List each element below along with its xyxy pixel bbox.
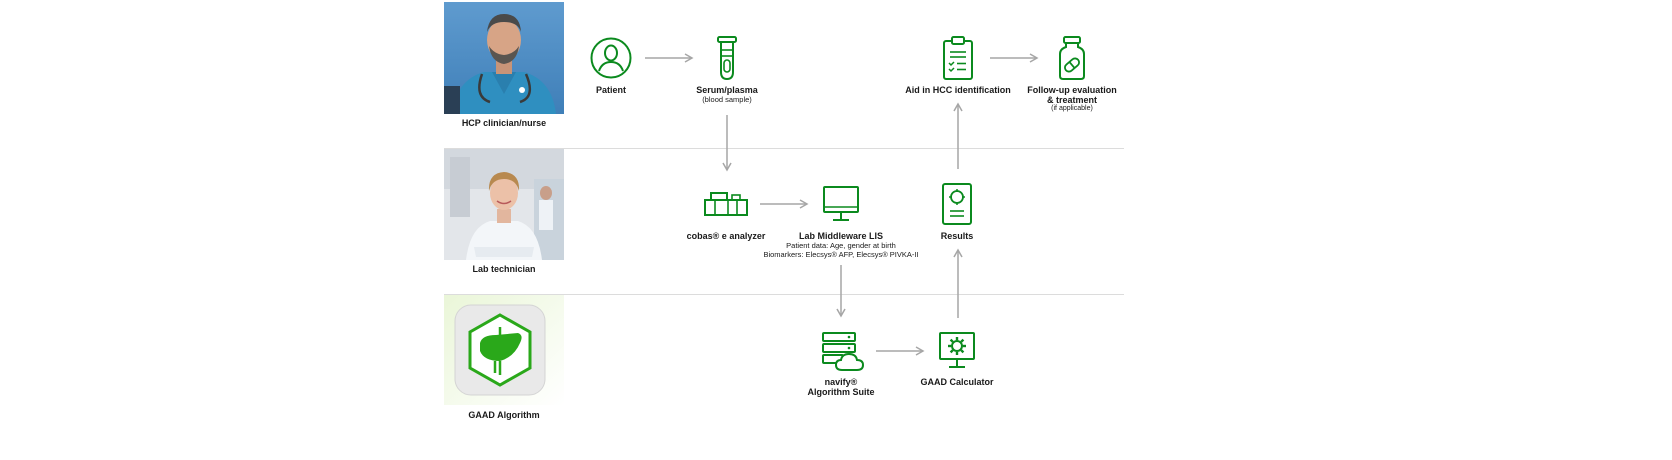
followup-label: Follow-up evaluation & treatment (if app… [1027, 85, 1117, 112]
cobas-label: cobas® e analyzer [686, 231, 766, 241]
monitor-icon [823, 186, 859, 221]
gaad-app-icon [444, 295, 564, 405]
aid-label: Aid in HCC identification [905, 85, 1011, 95]
row-separator-2 [444, 294, 1124, 295]
hcp-role-label: HCP clinician/nurse [461, 118, 547, 128]
analyzer-icon [704, 192, 748, 216]
serum-label: Serum/plasma (blood sample) [696, 85, 758, 104]
row-separator-1 [444, 148, 1124, 149]
patient-icon [590, 37, 632, 79]
test-tube-icon [717, 36, 737, 81]
gaadcalc-label: GAAD Calculator [920, 377, 994, 387]
gaad-role-label: GAAD Algorithm [468, 410, 540, 420]
hcp-clinician-photo [444, 2, 564, 114]
patient-label: Patient [595, 85, 627, 95]
gear-monitor-icon [939, 332, 975, 368]
clipboard-checklist-icon [943, 36, 973, 80]
middleware-label: Lab Middleware LIS Patient data: Age, ge… [763, 231, 919, 259]
results-label: Results [940, 231, 974, 241]
results-device-icon [942, 183, 972, 225]
lab-technician-photo [444, 149, 564, 260]
medicine-bottle-icon [1059, 36, 1085, 80]
navify-label: navify® Algorithm Suite [807, 377, 875, 397]
lab-role-label: Lab technician [472, 264, 536, 274]
server-cloud-icon [822, 332, 865, 371]
